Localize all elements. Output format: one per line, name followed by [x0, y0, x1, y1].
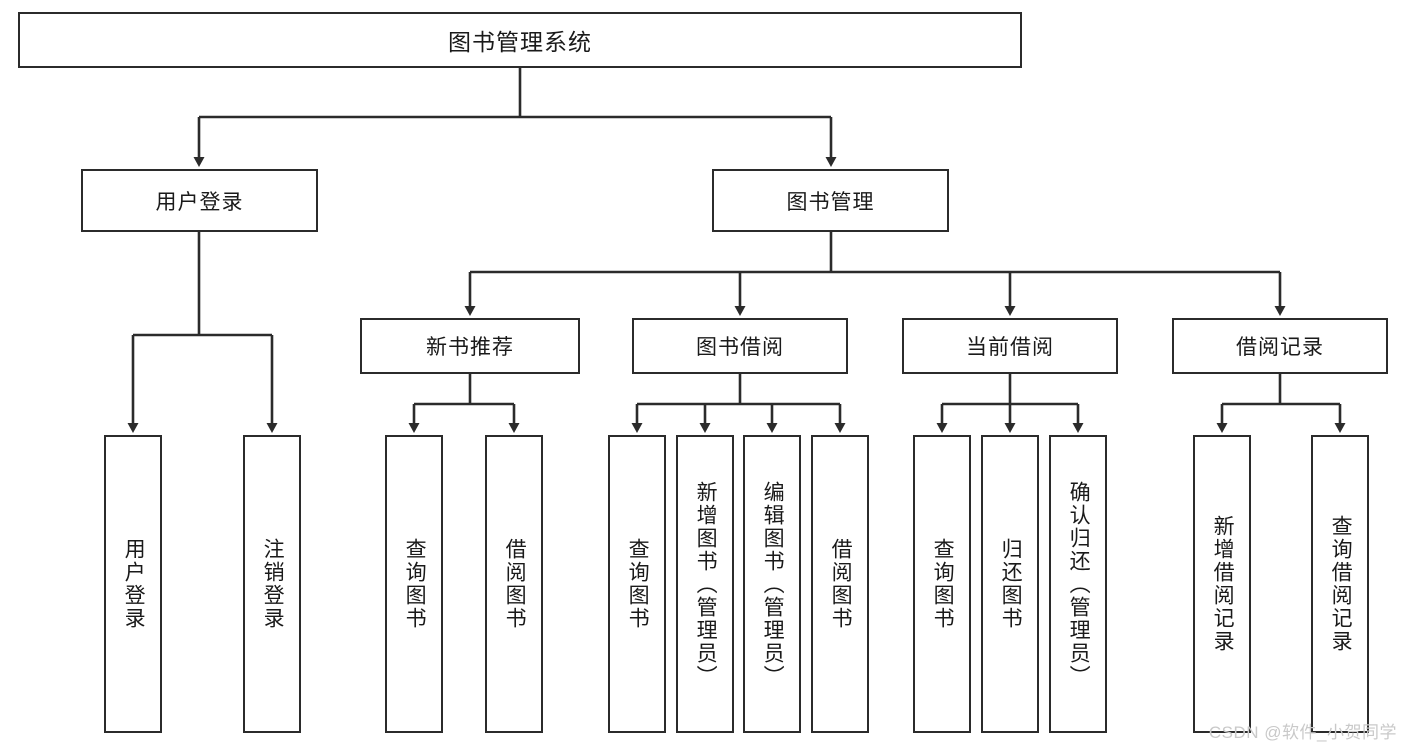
leaf-borrow-edit-book-admin-label: 编辑图书（管理员） [761, 480, 785, 688]
leaf-borrow-borrow-book[interactable]: 借阅图书 [811, 435, 869, 733]
leaf-borrow-add-book-admin-label: 新增图书（管理员） [694, 480, 718, 688]
leaf-recommend-query-book-label: 查询图书 [403, 538, 427, 630]
leaf-recommend-borrow-book-label: 借阅图书 [503, 538, 527, 630]
watermark: CSDN @软件_小贺同学 [1208, 723, 1397, 742]
leaf-current-confirm-return-admin-label: 确认归还（管理员） [1067, 480, 1091, 688]
leaf-user-login-logout-label: 注销登录 [261, 538, 285, 630]
leaf-borrow-borrow-book-label: 借阅图书 [829, 538, 853, 630]
leaf-current-return-book[interactable]: 归还图书 [981, 435, 1039, 733]
leaf-current-confirm-return-admin[interactable]: 确认归还（管理员） [1049, 435, 1107, 733]
leaf-inner: 确认归还（管理员） [1051, 437, 1105, 731]
node-user-login[interactable]: 用户登录 [81, 169, 318, 232]
node-borrow-record-label: 借阅记录 [1236, 336, 1324, 359]
leaf-inner: 查询借阅记录 [1313, 437, 1367, 731]
leaf-record-add-record-label: 新增借阅记录 [1211, 515, 1235, 653]
leaf-record-add-record[interactable]: 新增借阅记录 [1193, 435, 1251, 733]
leaf-inner: 查询图书 [387, 437, 441, 731]
leaf-user-login-login-label: 用户登录 [122, 538, 146, 630]
leaf-user-login-login[interactable]: 用户登录 [104, 435, 162, 733]
node-book-borrow[interactable]: 图书借阅 [632, 318, 848, 374]
node-book-management-label: 图书管理 [786, 190, 875, 214]
leaf-inner: 归还图书 [983, 437, 1037, 731]
leaf-inner: 查询图书 [610, 437, 664, 731]
leaf-borrow-query-book-label: 查询图书 [626, 538, 650, 630]
leaf-inner: 用户登录 [106, 437, 160, 731]
node-book-management[interactable]: 图书管理 [712, 169, 949, 232]
leaf-borrow-edit-book-admin[interactable]: 编辑图书（管理员） [743, 435, 801, 733]
node-user-login-label: 用户登录 [155, 190, 244, 214]
leaf-current-query-book[interactable]: 查询图书 [913, 435, 971, 733]
node-current-borrow-label: 当前借阅 [966, 336, 1054, 359]
node-root-system[interactable]: 图书管理系统 [18, 12, 1022, 68]
node-borrow-record[interactable]: 借阅记录 [1172, 318, 1388, 374]
leaf-record-query-record[interactable]: 查询借阅记录 [1311, 435, 1369, 733]
leaf-current-query-book-label: 查询图书 [931, 538, 955, 630]
leaf-inner: 借阅图书 [487, 437, 541, 731]
node-current-borrow[interactable]: 当前借阅 [902, 318, 1118, 374]
node-root-label: 图书管理系统 [448, 29, 592, 55]
node-new-book-recommend-label: 新书推荐 [426, 336, 514, 359]
leaf-recommend-query-book[interactable]: 查询图书 [385, 435, 443, 733]
leaf-inner: 编辑图书（管理员） [745, 437, 799, 731]
leaf-borrow-add-book-admin[interactable]: 新增图书（管理员） [676, 435, 734, 733]
leaf-current-return-book-label: 归还图书 [999, 538, 1023, 630]
node-book-borrow-label: 图书借阅 [696, 336, 784, 359]
leaf-inner: 新增借阅记录 [1195, 437, 1249, 731]
leaf-inner: 查询图书 [915, 437, 969, 731]
leaf-recommend-borrow-book[interactable]: 借阅图书 [485, 435, 543, 733]
leaf-inner: 新增图书（管理员） [678, 437, 732, 731]
node-new-book-recommend[interactable]: 新书推荐 [360, 318, 580, 374]
leaf-inner: 借阅图书 [813, 437, 867, 731]
leaf-record-query-record-label: 查询借阅记录 [1329, 515, 1353, 653]
leaf-inner: 注销登录 [245, 437, 299, 731]
leaf-borrow-query-book[interactable]: 查询图书 [608, 435, 666, 733]
leaf-user-login-logout[interactable]: 注销登录 [243, 435, 301, 733]
